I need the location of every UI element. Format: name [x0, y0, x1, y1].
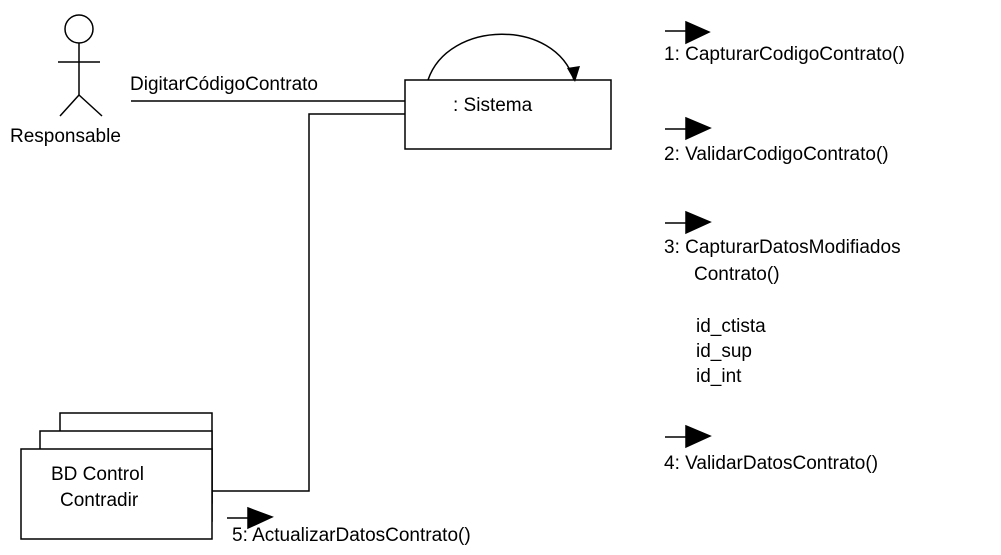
- database-object-stack: [20, 412, 213, 540]
- message-5-label: 5: ActualizarDatosContrato(): [232, 525, 471, 546]
- system-object-label: : Sistema: [453, 95, 533, 116]
- message-arrows: [227, 20, 712, 530]
- message-3-label-line-2: Contrato(): [694, 264, 780, 285]
- self-call-arrowhead: [567, 66, 580, 82]
- message-2-arrow: [665, 116, 712, 141]
- message-3-arrow: [665, 210, 712, 235]
- message-1-arrow: [665, 20, 711, 45]
- database-label-line-1: BD Control: [51, 464, 144, 485]
- field-item: id_ctista: [696, 316, 766, 337]
- message-4-arrow: [665, 424, 712, 449]
- actor-figure: [58, 14, 103, 117]
- actor-label: Responsable: [10, 126, 121, 147]
- message-4-label: 4: ValidarDatosContrato(): [664, 453, 879, 474]
- system-object-box: [404, 79, 612, 150]
- self-call-arrow: [427, 33, 575, 81]
- association-system-database: [212, 113, 405, 492]
- message-5-arrow: [227, 506, 274, 530]
- field-item: id_int: [696, 366, 742, 387]
- database-label-line-2: Contradir: [60, 490, 139, 511]
- field-item: id_sup: [696, 341, 752, 362]
- message-1-label: 1: CapturarCodigoContrato(): [664, 44, 905, 65]
- message-3-label-line-1: 3: CapturarDatosModifiados: [664, 237, 901, 258]
- association-label: DigitarCódigoContrato: [130, 74, 318, 95]
- message-2-label: 2: ValidarCodigoContrato(): [664, 144, 889, 165]
